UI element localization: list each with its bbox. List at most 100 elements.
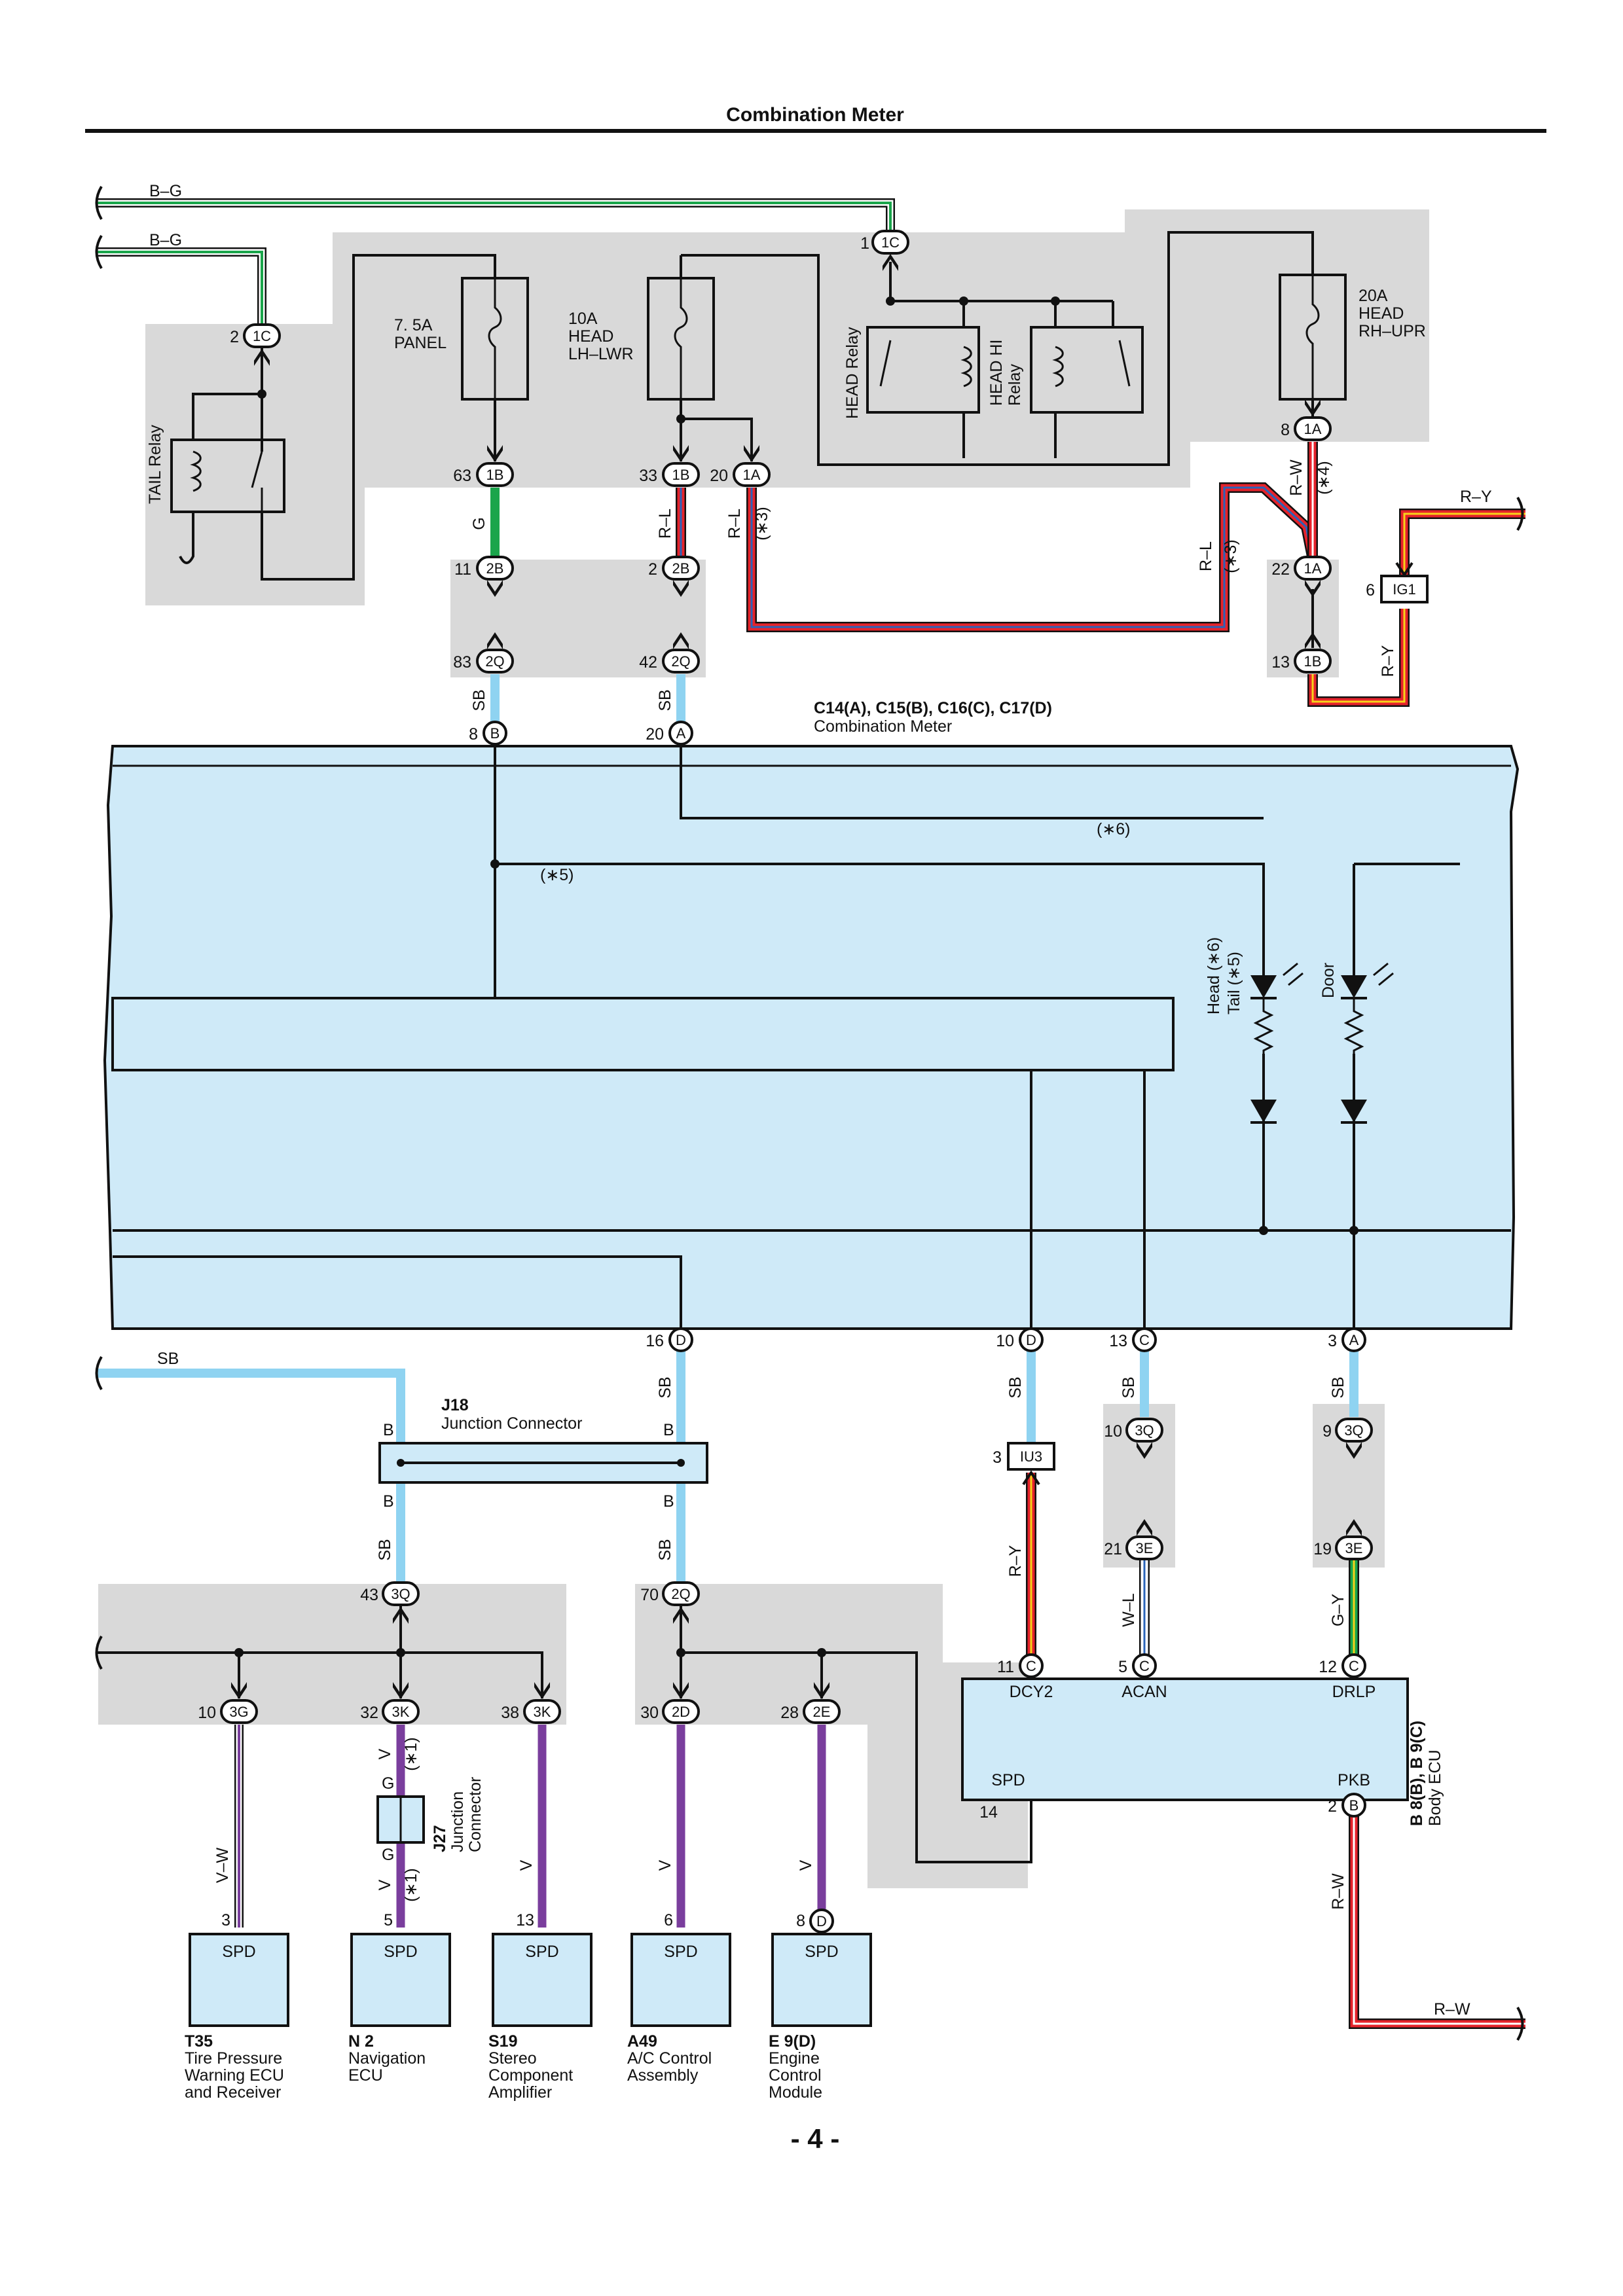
svg-text:Control: Control	[769, 2066, 822, 2085]
svg-text:B: B	[663, 1492, 674, 1511]
connector-codes: 1C 1C 1B 1B 1A 1A 2B 2B 2Q 2Q 1A 1B IG1 …	[229, 234, 1415, 1929]
combination-meter-labels: C14(A), C15(B), C16(C), C17(D) Combinati…	[540, 699, 1338, 1014]
svg-text:SPD: SPD	[664, 1943, 697, 1961]
svg-text:7. 5A: 7. 5A	[394, 316, 433, 334]
svg-text:SB: SB	[157, 1350, 179, 1368]
svg-text:2Q: 2Q	[671, 653, 690, 670]
svg-text:1A: 1A	[1304, 560, 1322, 577]
svg-text:3Q: 3Q	[1344, 1422, 1363, 1439]
svg-text:5: 5	[384, 1911, 393, 1929]
svg-text:DCY2: DCY2	[1010, 1683, 1053, 1701]
black-wires	[97, 231, 1511, 1863]
svg-text:1C: 1C	[253, 328, 271, 344]
svg-text:3E: 3E	[1136, 1540, 1154, 1556]
svg-text:HEAD: HEAD	[1359, 304, 1404, 323]
wire-color-labels: B–G B–G G R–L R–L (∗3) R–L (∗3) R–W (∗4)…	[149, 182, 1492, 2018]
svg-text:10A: 10A	[568, 310, 598, 328]
svg-text:R–W: R–W	[1329, 1873, 1347, 1910]
svg-text:SB: SB	[656, 689, 674, 711]
body-ecu-labels: DCY2 ACAN DRLP SPD PKB B 8(B), B 9(C) Bo…	[991, 1683, 1444, 1826]
svg-text:SB: SB	[1120, 1376, 1138, 1398]
svg-text:R–Y: R–Y	[1379, 645, 1397, 677]
head-relay	[866, 326, 980, 414]
j18-labels: J18 Junction Connector B B B B	[383, 1396, 674, 1511]
svg-text:J27: J27	[431, 1825, 449, 1852]
svg-text:R–Y: R–Y	[1006, 1545, 1025, 1577]
svg-text:ACAN: ACAN	[1122, 1683, 1167, 1701]
tail-relay	[170, 439, 285, 513]
svg-text:8: 8	[469, 725, 478, 744]
svg-text:SB: SB	[1006, 1376, 1025, 1398]
svg-text:B: B	[383, 1421, 394, 1439]
ig1-connector	[1380, 562, 1429, 603]
svg-text:21: 21	[1104, 1540, 1122, 1558]
page-number: - 4 -	[791, 2123, 840, 2154]
svg-text:6: 6	[1366, 581, 1375, 600]
svg-text:and Receiver: and Receiver	[185, 2083, 281, 2102]
svg-text:SPD: SPD	[222, 1943, 255, 1961]
svg-text:E 9(D): E 9(D)	[769, 2032, 816, 2051]
svg-text:SPD: SPD	[991, 1771, 1025, 1789]
svg-text:(∗3): (∗3)	[753, 507, 771, 541]
junction-dots	[234, 296, 1359, 1657]
svg-text:Component: Component	[488, 2066, 573, 2085]
svg-text:8: 8	[796, 1912, 805, 1930]
svg-text:22: 22	[1271, 560, 1290, 579]
svg-text:3Q: 3Q	[391, 1586, 410, 1602]
svg-text:D: D	[676, 1332, 686, 1348]
svg-text:SPD: SPD	[525, 1943, 558, 1961]
svg-text:Head (∗6): Head (∗6)	[1205, 937, 1223, 1014]
svg-text:RH–UPR: RH–UPR	[1359, 322, 1426, 340]
svg-text:63: 63	[453, 467, 471, 485]
svg-text:Tire Pressure: Tire Pressure	[185, 2049, 282, 2068]
fuse-head-rh-upr	[1279, 274, 1347, 401]
svg-text:SB: SB	[376, 1539, 394, 1560]
svg-text:V: V	[376, 1879, 394, 1890]
svg-text:3Q: 3Q	[1135, 1422, 1154, 1439]
svg-text:1A: 1A	[743, 467, 761, 483]
spd-modules	[189, 1933, 872, 2027]
svg-text:SB: SB	[470, 689, 488, 711]
svg-text:PKB: PKB	[1338, 1771, 1370, 1789]
svg-text:19: 19	[1313, 1540, 1332, 1558]
svg-text:HEAD: HEAD	[568, 327, 613, 346]
svg-text:SB: SB	[656, 1539, 674, 1560]
svg-text:SPD: SPD	[805, 1943, 838, 1961]
svg-text:3K: 3K	[392, 1704, 410, 1720]
svg-text:T35: T35	[185, 2032, 213, 2051]
svg-text:R–W: R–W	[1287, 459, 1305, 496]
svg-text:16: 16	[646, 1332, 664, 1350]
svg-text:3: 3	[221, 1911, 230, 1929]
svg-text:1C: 1C	[881, 234, 900, 251]
svg-text:C: C	[1026, 1658, 1036, 1674]
svg-text:Combination Meter: Combination Meter	[814, 717, 952, 736]
spd-module-labels: SPD SPD SPD SPD SPD T35 Tire Pressure Wa…	[185, 1943, 839, 2102]
svg-text:G: G	[470, 517, 488, 529]
svg-text:SB: SB	[656, 1376, 674, 1398]
svg-text:B: B	[490, 725, 500, 742]
svg-text:14: 14	[979, 1803, 998, 1821]
svg-text:9: 9	[1322, 1422, 1332, 1441]
pin-numbers: 1 2 63 33 20 8 11 2 83 42 22 13 6 8 20 1…	[198, 234, 1375, 1930]
relay-labels: TAIL Relay HEAD Relay HEAD HI Relay	[146, 327, 1024, 504]
svg-text:V–W: V–W	[213, 1848, 232, 1884]
svg-text:TAIL Relay: TAIL Relay	[146, 425, 164, 504]
j18-junction-connector	[378, 1442, 708, 1484]
svg-text:38: 38	[501, 1704, 519, 1722]
svg-text:Navigation: Navigation	[348, 2049, 426, 2068]
svg-text:S19: S19	[488, 2032, 517, 2051]
svg-text:N 2: N 2	[348, 2032, 374, 2051]
svg-text:PANEL: PANEL	[394, 334, 447, 352]
svg-text:Stereo: Stereo	[488, 2049, 537, 2068]
svg-text:10: 10	[198, 1704, 216, 1722]
svg-text:3G: 3G	[229, 1704, 248, 1720]
svg-text:Junction Connector: Junction Connector	[441, 1414, 582, 1433]
svg-text:Engine: Engine	[769, 2049, 820, 2068]
head-hi-relay	[1030, 326, 1144, 414]
page-title: Combination Meter	[726, 104, 904, 126]
svg-text:IU3: IU3	[1020, 1448, 1042, 1465]
svg-text:28: 28	[780, 1704, 799, 1722]
svg-text:B: B	[663, 1421, 674, 1439]
svg-text:(∗1): (∗1)	[402, 1868, 420, 1902]
head-tail-indicator-led	[1250, 962, 1304, 1124]
